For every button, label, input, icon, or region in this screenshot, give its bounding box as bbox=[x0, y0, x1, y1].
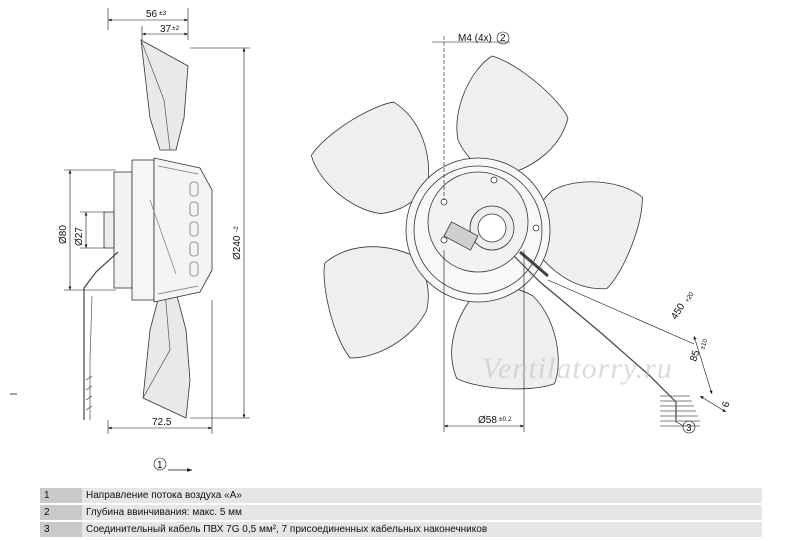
callout-1: 1 bbox=[157, 460, 163, 471]
dim-56: 56 bbox=[146, 9, 158, 20]
legend-row: 1 Направление потока воздуха «A» bbox=[40, 488, 762, 503]
dim-450-tol: +20 bbox=[684, 291, 696, 304]
legend-text: Глубина ввинчивания: макс. 5 мм bbox=[82, 505, 762, 520]
dim-80: Ø80 bbox=[58, 225, 69, 244]
label-plate bbox=[443, 221, 479, 251]
front-cable bbox=[513, 255, 677, 422]
dim-240-tol: -2 bbox=[233, 226, 240, 232]
callout-2: 2 bbox=[500, 33, 506, 44]
dim-27: Ø27 bbox=[74, 227, 85, 246]
legend-num: 3 bbox=[40, 522, 82, 537]
dim-6: 6 bbox=[720, 400, 732, 409]
watermark: Ventilatorry.ru bbox=[482, 352, 673, 385]
side-cable bbox=[83, 251, 119, 420]
legend-row: 2 Глубина ввинчивания: макс. 5 мм bbox=[40, 505, 762, 520]
motor-housing bbox=[113, 171, 133, 289]
dim-450: 450 bbox=[669, 301, 687, 321]
dim-85-tol: ±10 bbox=[699, 338, 709, 351]
callout-3-circle bbox=[682, 420, 696, 434]
dim-37: 37 bbox=[160, 24, 172, 35]
front-view bbox=[310, 55, 700, 427]
legend-text: Направление потока воздуха «A» bbox=[82, 488, 762, 503]
dim-85: 85 bbox=[688, 349, 702, 363]
dim-240: Ø240 bbox=[232, 235, 243, 260]
dim-72: 72.5 bbox=[152, 417, 172, 428]
mounting-holes bbox=[440, 176, 540, 244]
airflow-direction: 1 bbox=[153, 457, 192, 472]
side-view-dimensions bbox=[64, 8, 250, 434]
callout-3: 3 bbox=[686, 423, 692, 434]
callout-2-circle bbox=[496, 31, 510, 45]
dim-m4: M4 (4x) bbox=[458, 33, 492, 44]
legend-text: Соединительный кабель ПВХ 7G 0,5 мм², 7 … bbox=[82, 522, 762, 537]
side-blade-upper bbox=[140, 39, 189, 151]
legend-row: 3 Соединительный кабель ПВХ 7G 0,5 мм², … bbox=[40, 522, 762, 537]
dim-56-tol: ±3 bbox=[159, 10, 167, 17]
fan-blades bbox=[310, 55, 643, 390]
side-view bbox=[83, 39, 213, 420]
front-view-dimensions bbox=[432, 31, 727, 434]
legend-table: 1 Направление потока воздуха «A» 2 Глуби… bbox=[40, 486, 762, 539]
callout-1-circle bbox=[153, 457, 167, 471]
dim-58: Ø58 bbox=[478, 415, 497, 426]
dim-37-tol: ±2 bbox=[172, 25, 180, 32]
side-blade-lower bbox=[142, 291, 191, 419]
legend-num: 2 bbox=[40, 505, 82, 520]
legend-num: 1 bbox=[40, 488, 82, 503]
dim-58-tol: ±0.2 bbox=[499, 416, 512, 423]
